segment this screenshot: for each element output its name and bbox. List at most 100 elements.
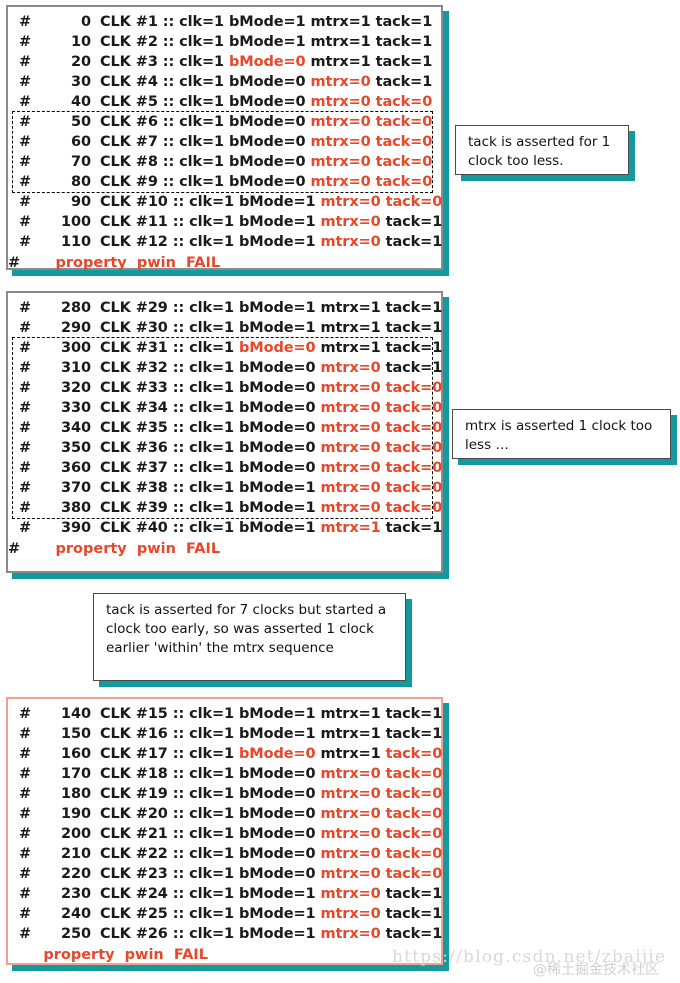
log-timestamp: 380 xyxy=(61,500,91,516)
log-clock-label: CLK #21 :: clk=1 xyxy=(100,826,239,842)
log-signal-value: bMode=0 xyxy=(229,134,311,150)
log-signal-value: mtrx=0 xyxy=(320,846,386,862)
log-clock-label: CLK #31 :: clk=1 xyxy=(100,340,239,356)
log-timestamp: 330 xyxy=(61,400,91,416)
log-signal-value: bMode=1 xyxy=(238,320,321,336)
log-signal-value: mtrx=1 xyxy=(320,300,386,316)
log-signal-value: bMode=1 xyxy=(229,34,311,50)
log-timestamp: 220 xyxy=(61,866,91,882)
log-signal-value: mtrx=1 xyxy=(320,340,386,356)
log-hash-marker: # xyxy=(19,460,32,476)
log-timestamp: 340 xyxy=(61,420,91,436)
log-hash-marker: # xyxy=(19,766,32,782)
log-signal-value: bMode=0 xyxy=(238,866,321,882)
log-clock-label: CLK #22 :: clk=1 xyxy=(100,846,239,862)
log-signal-value: mtrx=1 xyxy=(320,706,386,722)
log-signal-value: bMode=0 xyxy=(238,340,321,356)
property-fail-text: property pwin FAIL xyxy=(55,255,221,271)
log-signal-value: bMode=0 xyxy=(238,826,321,842)
log-hash-marker: # xyxy=(19,194,32,210)
log-signal-value: bMode=0 xyxy=(238,806,321,822)
log-signal-value: mtrx=1 xyxy=(320,520,386,536)
log-clock-label: CLK #12 :: clk=1 xyxy=(100,234,239,250)
log-signal-value: bMode=1 xyxy=(238,480,321,496)
log-signal-value: mtrx=1 xyxy=(310,54,376,70)
log-signal-value: bMode=1 xyxy=(238,706,321,722)
log-signal-value: tack=0 xyxy=(385,400,443,416)
log-signal-value: tack=1 xyxy=(385,360,443,376)
log-clock-label: CLK #32 :: clk=1 xyxy=(100,360,239,376)
callout-note-tack-one-clock-too-less: tack is asserted for 1 clock too less. xyxy=(455,125,629,175)
log-timestamp: 210 xyxy=(61,846,91,862)
log-hash-marker: # xyxy=(19,380,32,396)
log-clock-label: CLK #36 :: clk=1 xyxy=(100,440,239,456)
log-hash-marker: # xyxy=(19,480,32,496)
log-signal-value: mtrx=0 xyxy=(310,174,376,190)
log-signal-value: tack=1 xyxy=(385,926,443,942)
log-hash-marker: # xyxy=(19,94,32,110)
log-timestamp: 90 xyxy=(71,194,91,210)
log-signal-value: mtrx=0 xyxy=(320,194,386,210)
log-signal-value: mtrx=0 xyxy=(320,214,386,230)
log-clock-label: CLK #29 :: clk=1 xyxy=(100,300,239,316)
log-hash-marker: # xyxy=(19,74,32,90)
log-timestamp: 310 xyxy=(61,360,91,376)
log-clock-label: CLK #15 :: clk=1 xyxy=(100,706,239,722)
log-timestamp: 160 xyxy=(61,746,91,762)
log-timestamp: 140 xyxy=(61,706,91,722)
log-signal-value: mtrx=0 xyxy=(320,380,386,396)
log-clock-label: CLK #35 :: clk=1 xyxy=(100,420,239,436)
log-signal-value: tack=0 xyxy=(375,134,433,150)
log-signal-value: mtrx=0 xyxy=(310,134,376,150)
log-signal-value: mtrx=0 xyxy=(310,114,376,130)
log-clock-label: CLK #25 :: clk=1 xyxy=(100,906,239,922)
log-hash-marker: # xyxy=(19,300,32,316)
log-clock-label: CLK #18 :: clk=1 xyxy=(100,766,239,782)
log-signal-value: tack=0 xyxy=(385,380,443,396)
log-signal-value: mtrx=0 xyxy=(320,766,386,782)
log-timestamp: 290 xyxy=(61,320,91,336)
log-clock-label: CLK #39 :: clk=1 xyxy=(100,500,239,516)
log-hash-marker: # xyxy=(19,234,32,250)
log-signal-value: tack=0 xyxy=(385,766,443,782)
log-clock-label: CLK #1 :: clk=1 xyxy=(100,14,229,30)
log-signal-value: mtrx=0 xyxy=(320,826,386,842)
log-signal-value: bMode=1 xyxy=(238,300,321,316)
watermark-url: https://blog.csdn.net/zbaijie xyxy=(392,947,667,967)
property-fail-text: property pwin FAIL xyxy=(55,541,221,557)
log-signal-value: mtrx=0 xyxy=(310,94,376,110)
log-signal-value: bMode=1 xyxy=(238,520,321,536)
log-timestamp: 360 xyxy=(61,460,91,476)
log-signal-value: mtrx=0 xyxy=(320,234,386,250)
log-timestamp: 190 xyxy=(61,806,91,822)
log-signal-value: bMode=1 xyxy=(238,500,321,516)
log-clock-label: CLK #23 :: clk=1 xyxy=(100,866,239,882)
property-fail-text: property pwin FAIL xyxy=(43,947,208,963)
log-timestamp: 170 xyxy=(61,766,91,782)
log-timestamp: 320 xyxy=(61,380,91,396)
log-hash-marker: # xyxy=(19,340,32,356)
log-signal-value: mtrx=0 xyxy=(320,420,386,436)
log-signal-value: bMode=1 xyxy=(238,234,321,250)
log-timestamp: 390 xyxy=(61,520,91,536)
log-timestamp: 0 xyxy=(81,14,91,30)
log-signal-value: tack=0 xyxy=(385,826,443,842)
log-signal-value: tack=0 xyxy=(375,174,433,190)
log-signal-value: bMode=0 xyxy=(238,786,321,802)
log-timestamp: 180 xyxy=(61,786,91,802)
log-signal-value: mtrx=0 xyxy=(320,360,386,376)
log-clock-label: CLK #19 :: clk=1 xyxy=(100,786,239,802)
log-hash-marker: # xyxy=(19,746,32,762)
